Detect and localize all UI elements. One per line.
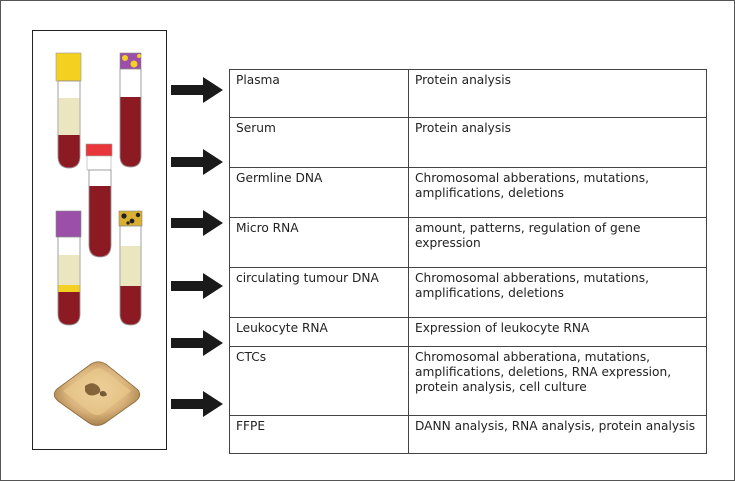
sample-type-cell: CTCs <box>229 346 409 416</box>
ffpe-block-image <box>53 361 141 426</box>
analysis-table: Plasma Protein analysis Serum Protein an… <box>229 69 707 454</box>
analysis-cell: Expression of leukocyte RNA <box>408 317 707 347</box>
analysis-cell: DANN analysis, RNA analysis, protein ana… <box>408 415 707 454</box>
analysis-cell: Protein analysis <box>408 117 707 168</box>
sample-type-cell: Micro RNA <box>229 217 409 268</box>
table-row: Plasma Protein analysis <box>229 69 707 118</box>
arrow-icon <box>171 77 223 103</box>
tube-tiger-cap <box>118 210 143 326</box>
analysis-cell: Chromosomal abberations, mutations, ampl… <box>408 167 707 218</box>
arrow-icon <box>171 330 223 356</box>
table-row: FFPE DANN analysis, RNA analysis, protei… <box>229 415 707 454</box>
table-row: Serum Protein analysis <box>229 117 707 168</box>
sample-type-cell: circulating tumour DNA <box>229 267 409 318</box>
sample-type-cell: Serum <box>229 117 409 168</box>
sample-type-cell: Germline DNA <box>229 167 409 218</box>
analysis-cell: Chromosomal abberations, mutations, ampl… <box>408 267 707 318</box>
sample-illustration <box>53 52 143 426</box>
arrow-icon <box>171 210 223 236</box>
tube-yellow-cap <box>55 52 82 169</box>
table-row: CTCs Chromosomal abberationa, mutations,… <box>229 346 707 416</box>
table-row: Micro RNA amount, patterns, regulation o… <box>229 217 707 268</box>
table-row: Germline DNA Chromosomal abberations, mu… <box>229 167 707 218</box>
arrow-icon <box>171 273 223 299</box>
tube-purple-cap <box>55 210 82 326</box>
arrow-icon <box>171 391 223 417</box>
arrow-icon <box>171 149 223 175</box>
analysis-cell: amount, patterns, regulation of gene exp… <box>408 217 707 268</box>
analysis-cell: Chromosomal abberationa, mutations, ampl… <box>408 346 707 416</box>
table-row: circulating tumour DNA Chromosomal abber… <box>229 267 707 318</box>
tube-red-cap <box>85 143 113 258</box>
sample-type-cell: Leukocyte RNA <box>229 317 409 347</box>
sample-tubes-panel <box>32 30 167 450</box>
tube-speckled-cap <box>119 52 142 168</box>
table-row: Leukocyte RNA Expression of leukocyte RN… <box>229 317 707 347</box>
sample-type-cell: Plasma <box>229 69 409 118</box>
sample-type-cell: FFPE <box>229 415 409 454</box>
analysis-cell: Protein analysis <box>408 69 707 118</box>
